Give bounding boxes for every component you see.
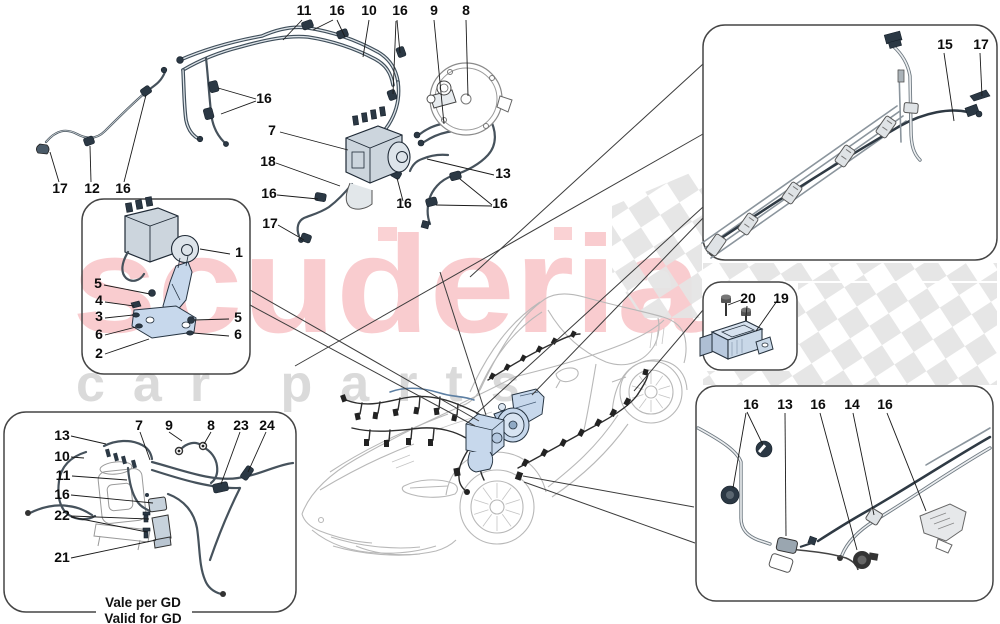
part-label-16: 16 (54, 486, 70, 502)
front-lines-gd-box: Vale per GD Valid for GD (3, 411, 297, 624)
part-label-19: 19 (773, 290, 789, 306)
abs-pump-detail (121, 196, 200, 282)
part-label-7: 7 (135, 417, 143, 433)
callout-connector-lines (249, 63, 704, 544)
part-label-9: 9 (165, 417, 173, 433)
part-label-11: 11 (56, 467, 71, 483)
abs-detail-box (81, 196, 251, 375)
part-labels-rear-detail-box: 16 13 16 14 16 (743, 396, 893, 412)
pipe-clamps (705, 115, 897, 257)
part-label-11: 11 (297, 2, 312, 18)
part-label-17: 17 (262, 215, 278, 231)
part-label-16: 16 (877, 396, 893, 412)
car-illustration (301, 293, 688, 556)
yaw-sensor-box (699, 281, 798, 371)
yaw-sensor-drawing (699, 294, 774, 360)
part-label-2: 2 (95, 345, 103, 361)
part-label-13: 13 (54, 427, 70, 443)
part-label-16: 16 (329, 2, 345, 18)
part-label-14: 14 (844, 396, 860, 412)
part-label-20: 20 (740, 290, 756, 306)
part-label-9: 9 (430, 2, 438, 18)
part-label-16: 16 (261, 185, 277, 201)
part-label-5: 5 (234, 309, 242, 325)
part-label-8: 8 (207, 417, 215, 433)
front-wheel (459, 469, 535, 545)
part-label-16: 16 (492, 195, 508, 211)
part-label-7: 7 (268, 122, 276, 138)
part-label-16: 16 (810, 396, 826, 412)
abs-bracket-detail (130, 255, 197, 339)
part-label-1: 1 (235, 244, 243, 260)
part-label-10: 10 (361, 2, 377, 18)
part-label-17: 17 (52, 180, 68, 196)
footnote-gap (96, 595, 192, 615)
watermark-accent-square (554, 227, 572, 240)
part-label-6: 6 (234, 326, 242, 342)
part-label-16: 16 (392, 2, 408, 18)
part-labels-front-box: 13 10 11 16 22 21 7 9 8 23 24 (54, 417, 275, 565)
rear-detail-drawing (696, 426, 992, 573)
checkered-flag (612, 168, 997, 385)
brake-booster-main (426, 62, 513, 136)
part-label-13: 13 (777, 396, 793, 412)
part-label-8: 8 (462, 2, 470, 18)
part-label-16: 16 (256, 90, 272, 106)
part-label-13: 13 (495, 165, 511, 181)
part-label-12: 12 (84, 180, 100, 196)
part-label-16: 16 (115, 180, 131, 196)
footnote-line1: Vale per GD (105, 595, 181, 610)
part-label-18: 18 (260, 153, 276, 169)
watermark-sub-text: car parts (76, 355, 548, 413)
part-label-10: 10 (54, 448, 70, 464)
part-label-15: 15 (937, 36, 953, 52)
rear-detail-box (695, 385, 994, 602)
part-label-16: 16 (396, 195, 412, 211)
main-brake-lines-drawing (36, 19, 513, 244)
part-label-23: 23 (233, 417, 249, 433)
part-label-4: 4 (95, 292, 103, 308)
part-label-17: 17 (973, 36, 989, 52)
rear-pipes-box (701, 24, 998, 261)
part-label-24: 24 (259, 417, 275, 433)
leader-lines (49, 19, 983, 559)
rear-pipes-drawing (701, 30, 991, 259)
part-label-6: 6 (95, 326, 103, 342)
part-label-22: 22 (54, 507, 70, 523)
part-label-3: 3 (95, 308, 103, 324)
watermark-accent-square (378, 227, 397, 241)
footnote-line2: Valid for GD (104, 611, 182, 624)
part-labels-main: 11 16 10 16 9 8 17 12 16 16 7 18 16 17 13 16 16 (52, 2, 511, 231)
part-label-16: 16 (743, 396, 759, 412)
part-label-21: 21 (54, 549, 70, 565)
abs-unit-main (345, 106, 411, 210)
part-label-5: 5 (94, 275, 102, 291)
car-abs-booster-highlight (465, 388, 545, 473)
